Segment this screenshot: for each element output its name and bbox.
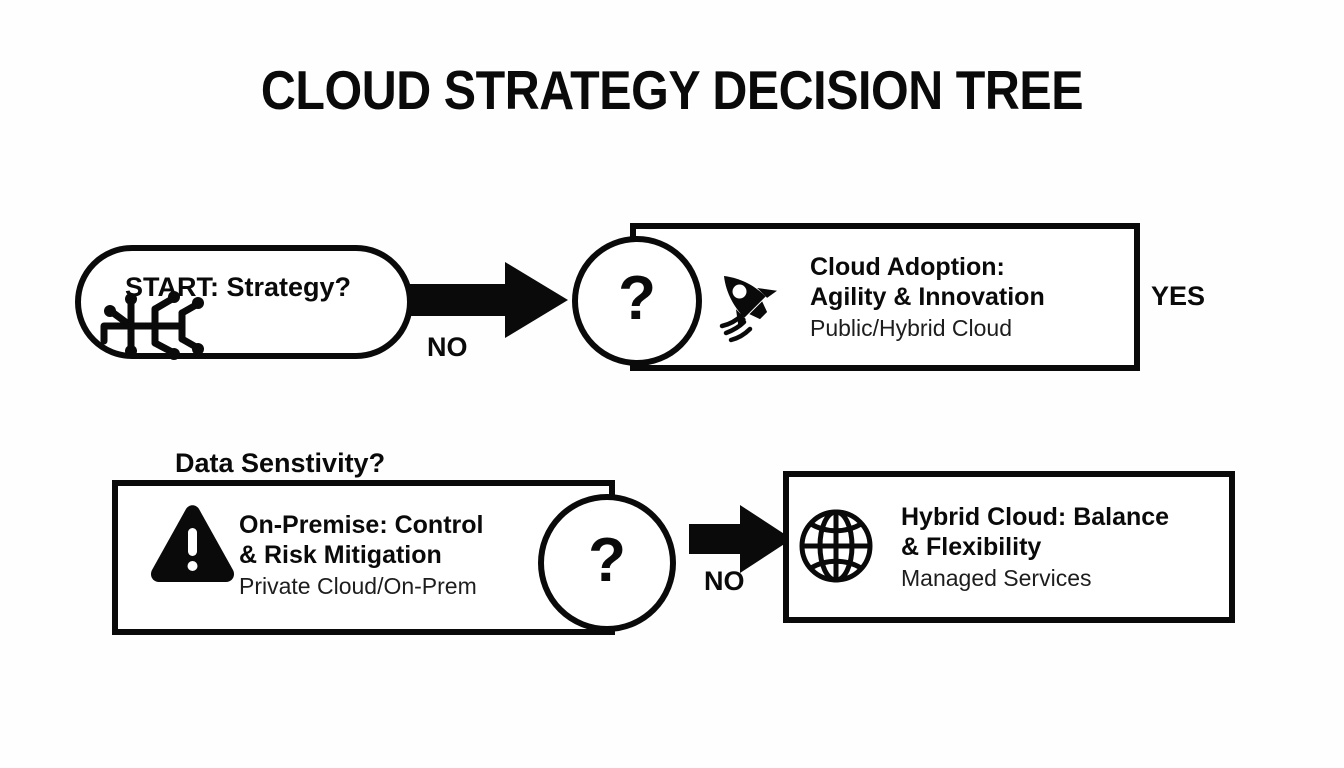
card-title-line-2: Agility & Innovation [810, 282, 1045, 311]
page-title: CLOUD STRATEGY DECISION TREE [260, 59, 1084, 121]
arrow-start-to-decision1 [410, 262, 568, 338]
decision-node-2-symbol: ? [588, 526, 626, 595]
card-title-line-1: Hybrid Cloud: Balance [901, 503, 1170, 531]
outcome-card-hybrid-cloud-text: Hybrid Cloud: Balance & Flexibility Mana… [901, 503, 1169, 592]
edge-label-start-to-decision1: NO [427, 332, 468, 362]
card-subtitle: Managed Services [901, 565, 1092, 591]
card-subtitle: Public/Hybrid Cloud [810, 315, 1012, 341]
edge-label-decision2-to-hybrid: NO [704, 566, 745, 596]
card-title-line-1: Cloud Adoption: [810, 253, 1005, 281]
outcome-card-on-premise-text: On-Premise: Control & Risk Mitigation Pr… [239, 511, 483, 600]
globe-icon [799, 509, 873, 583]
start-node-label: START: Strategy? [125, 272, 352, 302]
card-title-line-1: On-Premise: Control [239, 511, 484, 539]
edge-label-decision1-yes: YES [1151, 281, 1206, 311]
card-subtitle: Private Cloud/On-Prem [239, 573, 477, 599]
arrow-decision2-to-hybrid [689, 505, 792, 573]
card-title-line-2: & Risk Mitigation [239, 540, 442, 569]
rocket-icon [719, 275, 777, 343]
warning-triangle-icon [150, 505, 235, 582]
card-title-line-2: & Flexibility [901, 532, 1042, 561]
decision-node-2-question: Data Senstivity? [175, 448, 386, 478]
outcome-card-cloud-adoption-text: Cloud Adoption: Agility & Innovation Pub… [810, 253, 1045, 342]
decision-node-1-symbol: ? [618, 264, 656, 333]
